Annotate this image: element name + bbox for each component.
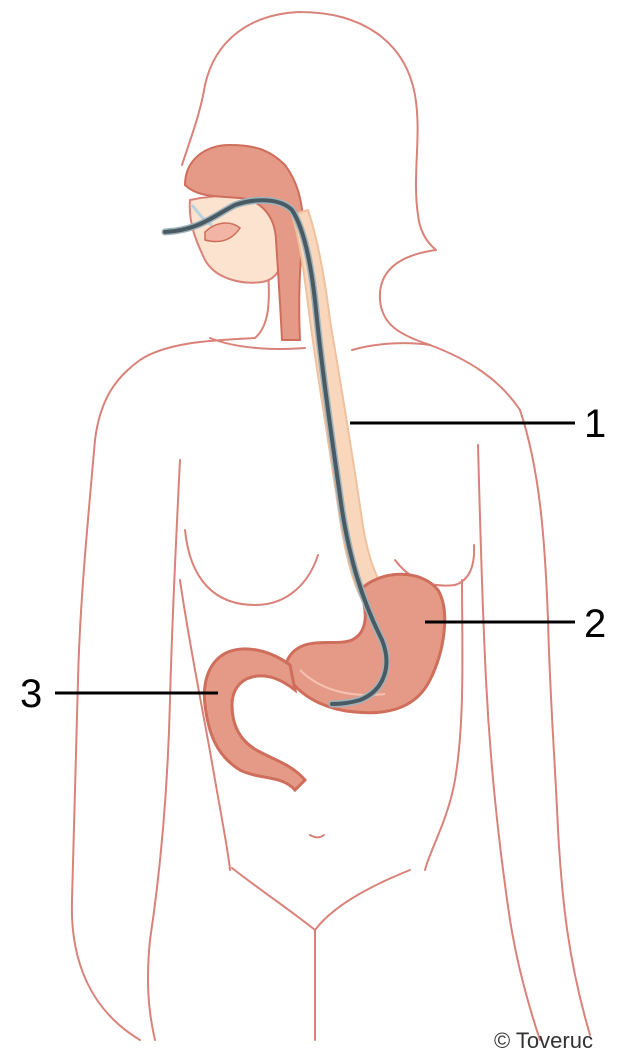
face	[185, 145, 303, 340]
breast-left	[185, 530, 318, 605]
left-arm-inner	[148, 460, 180, 1040]
groin-outline	[232, 868, 410, 930]
right-arm-outer	[520, 410, 590, 1035]
esophagus	[292, 210, 395, 620]
body-outline	[72, 12, 590, 1040]
left-arm-outer	[72, 440, 140, 1040]
credit-text: © Toveruc	[494, 1028, 593, 1053]
right-arm-inner	[478, 445, 540, 1040]
label-3: 3	[20, 672, 42, 716]
navel	[310, 835, 324, 837]
right-shoulder-outline	[380, 250, 520, 410]
collarbone-right	[352, 343, 430, 350]
label-1: 1	[584, 402, 606, 446]
duodenum	[204, 649, 305, 790]
label-2: 2	[584, 602, 606, 646]
left-shoulder-outline	[95, 268, 269, 440]
